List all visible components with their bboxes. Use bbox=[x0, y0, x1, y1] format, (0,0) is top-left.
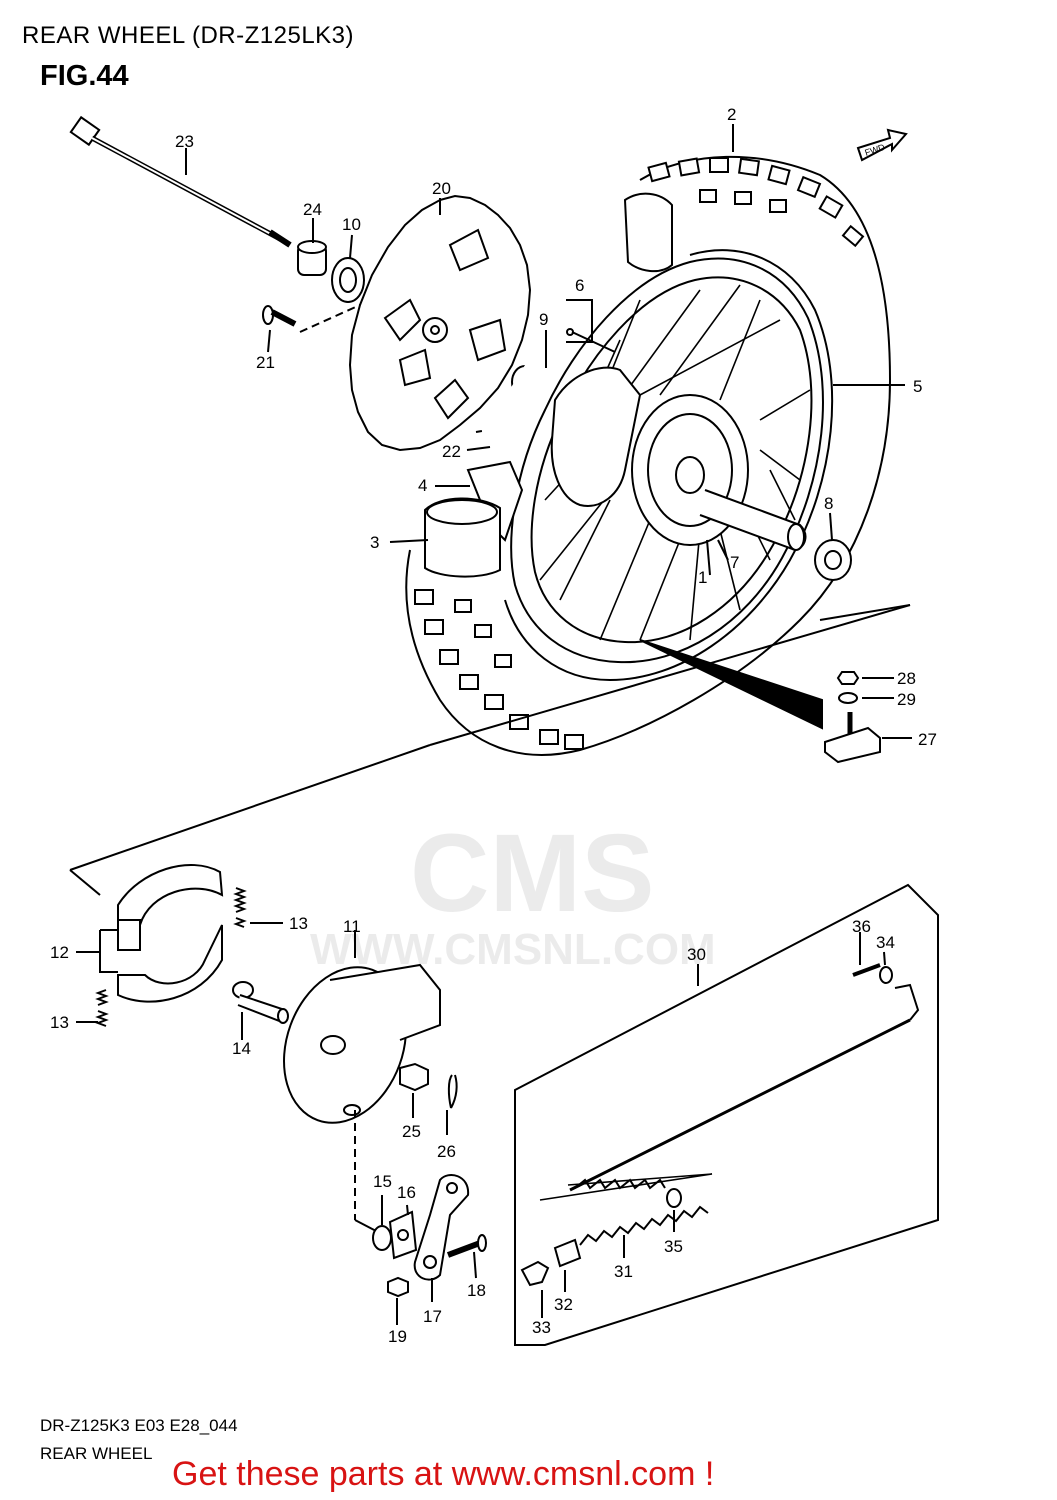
callout-26: 26 bbox=[437, 1142, 456, 1161]
callout-6: 6 bbox=[575, 276, 584, 295]
brake-plate bbox=[388, 1210, 418, 1260]
valve-nut bbox=[836, 671, 860, 685]
callout-33: 33 bbox=[532, 1318, 551, 1337]
brake-shoe-lower bbox=[117, 924, 223, 1003]
cta-link[interactable]: Get these parts at www.cmsnl.com ! bbox=[172, 1455, 715, 1493]
cotter-pin bbox=[447, 1074, 458, 1109]
brake-cam-lever bbox=[413, 1174, 470, 1281]
rear-sprocket bbox=[348, 194, 532, 452]
callout-22: 22 bbox=[442, 442, 461, 461]
wheel-spokes bbox=[539, 284, 811, 641]
spoke-nipple bbox=[566, 299, 616, 353]
sprocket-bolt bbox=[262, 305, 297, 327]
callout-3: 3 bbox=[370, 533, 379, 552]
diagram-name: REAR WHEEL bbox=[40, 1444, 153, 1463]
brake-rod bbox=[569, 983, 920, 1192]
brake-joint bbox=[553, 1238, 582, 1268]
figure-label: FIG.44 bbox=[40, 60, 129, 92]
callout-31: 31 bbox=[614, 1262, 633, 1281]
rim-lock bbox=[824, 712, 881, 764]
callout-25: 25 bbox=[402, 1122, 421, 1141]
inner-tube bbox=[424, 497, 501, 578]
axle-spacer bbox=[297, 240, 327, 276]
rod-washer bbox=[879, 966, 893, 984]
lever-nut bbox=[387, 1276, 409, 1298]
callout-2: 2 bbox=[727, 105, 736, 124]
callout-16: 16 bbox=[397, 1183, 416, 1202]
callout-36: 36 bbox=[852, 917, 871, 936]
o-ring bbox=[372, 1225, 392, 1251]
lever-bolt bbox=[446, 1234, 487, 1258]
valve-washer bbox=[838, 692, 858, 704]
callout-27: 27 bbox=[918, 730, 937, 749]
callout-14: 14 bbox=[232, 1039, 251, 1058]
brake-spring-rod bbox=[579, 1205, 709, 1246]
callout-18: 18 bbox=[467, 1281, 486, 1300]
wheel-hub bbox=[550, 366, 807, 552]
callout-5: 5 bbox=[913, 377, 922, 396]
diagram-code: DR-Z125K3 E03 E28_044 bbox=[40, 1416, 238, 1435]
watermark: CMS WWW.CMSNL.COM bbox=[290, 510, 770, 1010]
brake-cam bbox=[232, 981, 289, 1024]
watermark-brand: CMS bbox=[410, 812, 655, 935]
brake-panel bbox=[283, 963, 441, 1124]
callout-9: 9 bbox=[539, 310, 548, 329]
callout-12: 12 bbox=[50, 943, 69, 962]
adjusting-nut bbox=[520, 1260, 550, 1287]
brake-spring-upper bbox=[233, 887, 247, 928]
callout-7: 7 bbox=[730, 553, 739, 572]
callout-19: 19 bbox=[388, 1327, 407, 1346]
callout-23: 23 bbox=[175, 132, 194, 151]
callout-4: 4 bbox=[418, 476, 427, 495]
callout-11: 11 bbox=[343, 917, 361, 936]
callout-8: 8 bbox=[824, 494, 833, 513]
brake-spring-lower bbox=[95, 989, 109, 1027]
callout-35: 35 bbox=[664, 1237, 683, 1256]
callout-17: 17 bbox=[423, 1307, 442, 1326]
callout-34: 34 bbox=[876, 933, 895, 952]
callout-13-upper: 13 bbox=[289, 914, 308, 933]
callout-32: 32 bbox=[554, 1295, 573, 1314]
callout-15: 15 bbox=[373, 1172, 392, 1191]
brake-shoe-upper bbox=[117, 864, 224, 951]
watermark-url: WWW.CMSNL.COM bbox=[310, 925, 716, 974]
callout-28: 28 bbox=[897, 669, 916, 688]
callout-30: 30 bbox=[687, 945, 706, 964]
callout-20: 20 bbox=[432, 179, 451, 198]
callout-29: 29 bbox=[897, 690, 916, 709]
callout-21: 21 bbox=[256, 353, 275, 372]
page-title: REAR WHEEL (DR-Z125LK3) bbox=[22, 22, 355, 49]
castle-nut bbox=[399, 1062, 429, 1092]
brake-rod-frame bbox=[514, 883, 939, 1346]
brake-rod-pin bbox=[852, 963, 881, 977]
callout-24: 24 bbox=[303, 200, 322, 219]
callout-13-lower: 13 bbox=[50, 1013, 69, 1032]
wheel-bearing-right bbox=[814, 539, 852, 581]
rear-axle bbox=[69, 115, 292, 248]
oil-seal bbox=[331, 257, 365, 303]
rim-band bbox=[466, 460, 524, 542]
callout-labels: 1 2 3 4 5 6 7 8 9 10 11 12 13 13 14 15 1… bbox=[50, 105, 937, 1346]
callout-10: 10 bbox=[342, 215, 361, 234]
callout-1: 1 bbox=[698, 568, 707, 587]
spring-washer bbox=[666, 1188, 682, 1208]
forward-arrow-icon bbox=[856, 128, 908, 162]
